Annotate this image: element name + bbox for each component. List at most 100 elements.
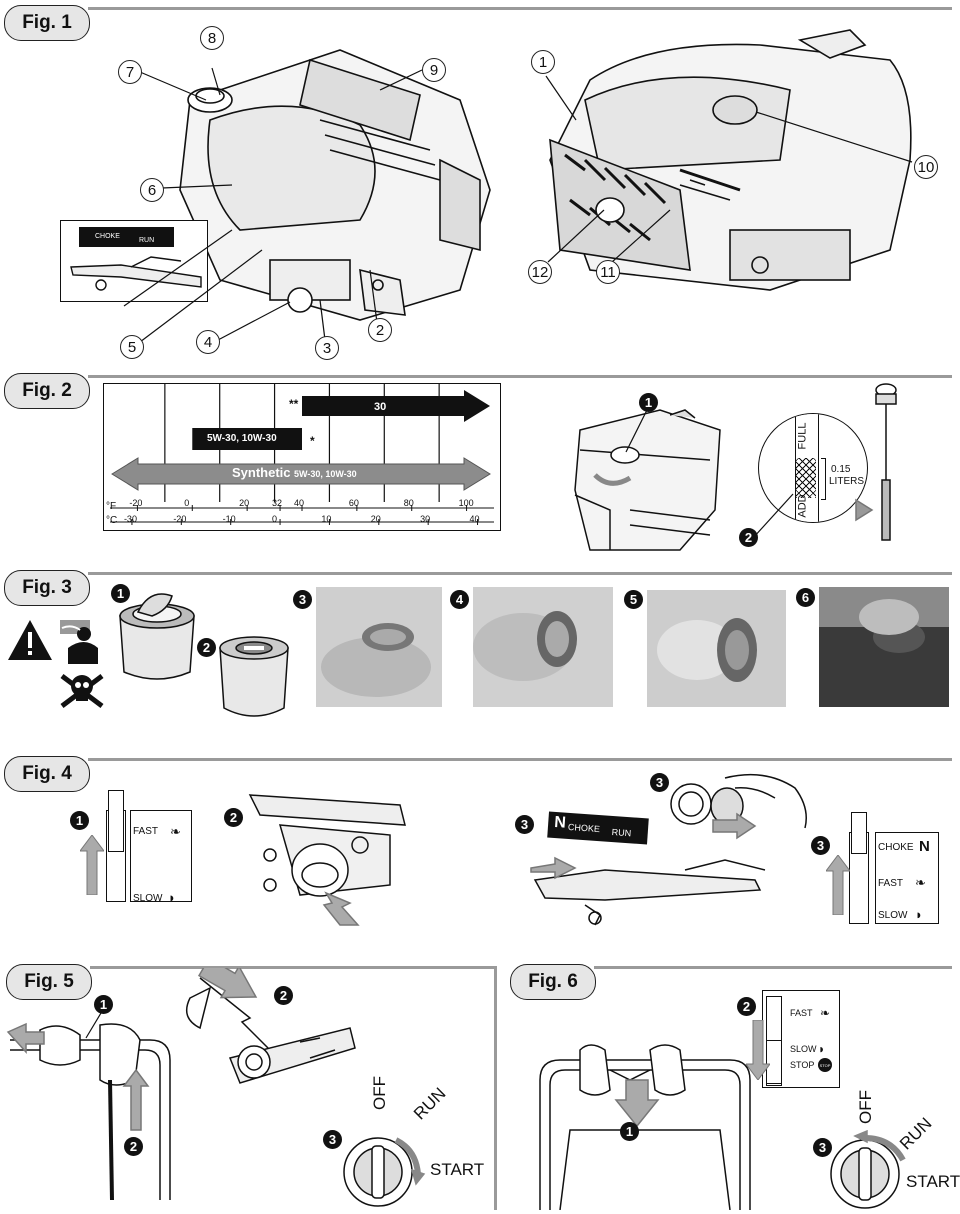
fig1-callout-5: 5 (120, 335, 144, 359)
series-synthetic-label: Synthetic (232, 465, 291, 480)
tick-f-label: 60 (348, 498, 359, 508)
fig6-stop-label: STOP (790, 1060, 815, 1070)
fig1-callout-1: 1 (531, 50, 555, 74)
primer-bulb-press-illustration (670, 773, 807, 840)
warning-triangle-icon (8, 620, 52, 660)
fig2-bullet-2: 2 (739, 528, 758, 547)
fig6-label: Fig. 6 (510, 964, 596, 1000)
fig3-bullet-6: 6 (796, 588, 815, 607)
turtle-decal-icon: ◗ (915, 907, 923, 922)
handle-bar-release-illustration (539, 1044, 751, 1210)
inset-run-label: RUN (139, 237, 155, 244)
fig1-label: Fig. 1 (4, 5, 90, 41)
inhalation-hazard-icon (60, 620, 98, 664)
ignition-key-switch-fig6 (830, 1130, 906, 1209)
starter-rope-pull-illustration (185, 968, 356, 1084)
fig6-start-label: START (906, 1172, 960, 1191)
choke-decal-icon: N (919, 838, 930, 855)
throttle-panel-fig6: FAST ❧ SLOW ◗ STOP STOP (760, 990, 840, 1090)
photo-cap-hand-5 (647, 590, 786, 707)
fig1-right-leaders (545, 75, 913, 263)
tick-f-label: 40 (294, 498, 305, 508)
tick-f-label: -20 (129, 498, 143, 508)
fig1-rule (88, 7, 952, 10)
fig2-rule (88, 375, 952, 378)
dipstick-crosshatch (796, 458, 816, 498)
fig3-bullet-1: 1 (111, 584, 130, 603)
fig1-callout-4: 4 (196, 330, 220, 354)
tick-c-label: 20 (370, 514, 381, 524)
fig1-callout-2: 2 (368, 318, 392, 342)
choke-decal-label: CHOKE (878, 842, 914, 853)
fig4-bullet-1: 1 (70, 811, 89, 830)
slow-decal-label: SLOW (878, 910, 908, 921)
choke-decal (875, 832, 939, 924)
fig5-off-label: OFF (370, 1076, 389, 1110)
dipstick-magnifier: FULL ADD 0.15 LITERS (758, 413, 868, 523)
fuel-cap-closed-illustration (219, 636, 289, 717)
tick-f-label: 100 (458, 498, 474, 508)
fig4-up-arrow-3 (826, 855, 850, 915)
fig1-callout-6: 6 (140, 178, 164, 202)
series-30-label: 30 (374, 401, 387, 413)
dipstick-bracket (821, 458, 826, 500)
fig3-bullet-4: 4 (450, 590, 469, 609)
fig1-inset: CHOKE RUN (60, 220, 208, 302)
fig4-bullet-3a: 3 (650, 773, 669, 792)
fig6-stop-badge: STOP (818, 1058, 832, 1072)
fig4-bullet-2: 2 (224, 808, 243, 827)
fig5-bullet-1: 1 (94, 995, 113, 1014)
fig6-bullet-3: 3 (813, 1138, 832, 1157)
throttle-panel-fig4-1: FAST ❧ SLOW ◗ (100, 790, 192, 910)
fig5-bullet-2b: 2 (274, 986, 293, 1005)
fig1-callout-7: 7 (118, 60, 142, 84)
fig5-bullet-3: 3 (323, 1130, 342, 1149)
fig1-callout-11: 11 (596, 260, 620, 284)
fig6-off-label: OFF (856, 1090, 875, 1124)
tick-f-label: 80 (403, 498, 414, 508)
tick-f-label: 32 (272, 498, 283, 508)
fig1-callout-8: 8 (200, 26, 224, 50)
tick-c-label: -30 (123, 514, 137, 524)
engine-right-illustration (549, 29, 912, 291)
series-synthetic-grades: 5W-30, 10W-30 (294, 469, 357, 479)
fig5-label: Fig. 5 (6, 964, 92, 1000)
fig3-bullet-2: 2 (197, 638, 216, 657)
tick-f-label: 20 (239, 498, 250, 508)
fig6-bullet-2: 2 (737, 997, 756, 1016)
run-plate-label: RUN (611, 826, 632, 839)
fig2-leader-2 (752, 493, 794, 539)
fig3-rule (88, 572, 952, 575)
dipstick-full-label: FULL (796, 422, 809, 450)
unit-c-label: °C (106, 515, 118, 526)
oil-chart-svg (110, 384, 494, 525)
throttle-panel-fig4-3: CHOKE N FAST ❧ SLOW ◗ (845, 812, 939, 930)
fig4-rule (88, 758, 952, 761)
poison-skull-icon (60, 674, 104, 708)
dipstick-illustration (855, 383, 897, 541)
fig3-bullet-5: 5 (624, 590, 643, 609)
fig6-rabbit-icon: ❧ (820, 1006, 831, 1020)
unit-f-label: °F (106, 501, 117, 512)
tick-c-label: -20 (173, 514, 187, 524)
fig1-callout-9: 9 (422, 58, 446, 82)
fig1-callout-12: 12 (528, 260, 552, 284)
chart-note-single: * (310, 434, 315, 448)
photo-cap-engine-6 (819, 587, 949, 707)
engine-oil-fill-illustration (574, 409, 721, 551)
fig6-lever (766, 1040, 782, 1084)
fig5-run-label: RUN (410, 1083, 450, 1124)
throttle-lever (108, 790, 124, 852)
throttle-decal (130, 810, 192, 902)
fig5-bullet-2a: 2 (124, 1137, 143, 1156)
slow-label: SLOW (133, 893, 163, 904)
fig6-fast-label: FAST (790, 1008, 813, 1018)
rabbit-icon: ❧ (170, 824, 181, 839)
rabbit-decal-icon: ❧ (915, 875, 926, 890)
inset-choke-label: CHOKE (95, 233, 120, 240)
tick-f-label: 0 (184, 498, 190, 508)
chart-note-double: ** (289, 397, 299, 411)
fig2-bullet-1: 1 (639, 393, 658, 412)
tick-c-label: -10 (222, 514, 236, 524)
turtle-icon: ◗ (168, 890, 176, 905)
